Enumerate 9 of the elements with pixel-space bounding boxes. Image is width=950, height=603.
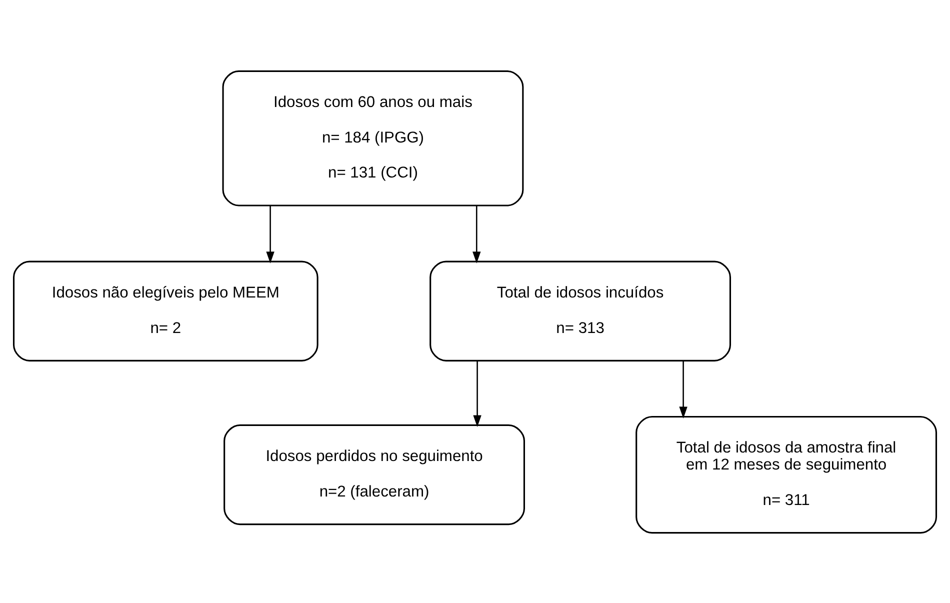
arrow <box>679 360 688 418</box>
node-box: Total de idosos da amostra final em 12 meses de seguimento n= 311 <box>636 415 938 534</box>
node-box: Idosos com 60 anos ou mais n= 184 (IPGG) n= 131 (CCI) <box>222 70 524 206</box>
arrow <box>473 360 482 427</box>
node-box: Idosos perdidos no seguimento n=2 (faleceram) <box>224 424 525 525</box>
arrow <box>472 205 481 263</box>
node-box: Total de idosos incuídos n= 313 <box>430 260 732 361</box>
node-box: Idosos não elegíveis pelo MEEM n= 2 <box>12 260 318 361</box>
arrow <box>266 205 274 263</box>
